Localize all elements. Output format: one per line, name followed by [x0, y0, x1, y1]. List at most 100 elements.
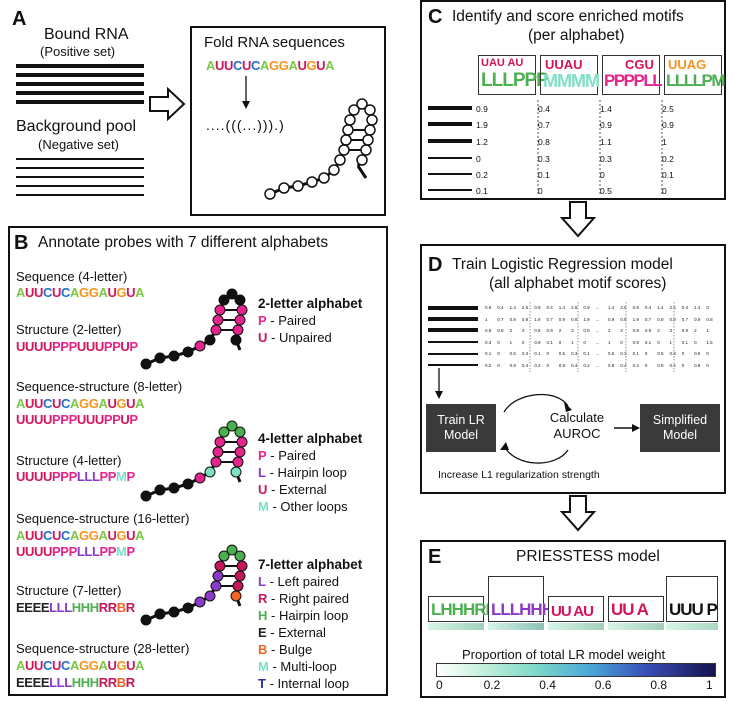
- grid-cell: 0.9: [694, 316, 701, 322]
- score-cell: 1: [662, 137, 667, 147]
- calculate-auroc-label: Calculate AUROC: [549, 410, 605, 441]
- grid-cell: 0.4: [644, 305, 652, 310]
- grid-cell: 0.4: [546, 305, 553, 310]
- arrow-right-icon: [149, 86, 186, 122]
- grid-cell: 0.9: [632, 305, 639, 310]
- grid-cell: 0.9: [620, 316, 627, 322]
- motif-text: UU AU: [551, 603, 594, 620]
- grid-cell: 0.9: [681, 328, 689, 333]
- motif-weight-bar: [428, 623, 484, 630]
- panel-b-box: [8, 226, 388, 696]
- score-cell: 2.5: [662, 104, 674, 114]
- motif-weight-bar: [666, 623, 718, 630]
- motif-text: UUU P: [669, 600, 718, 619]
- grid-cell: 1.4: [608, 305, 615, 310]
- grid-cell: 0: [497, 351, 500, 356]
- grid-cell: 0.9: [509, 316, 516, 322]
- row-seq-seqstruct28-b: EEEELLLHHHRRBR: [16, 675, 135, 690]
- panel-e-letter: E: [428, 546, 442, 568]
- grid-cell: 1: [571, 339, 574, 345]
- bound-rna-title: Bound RNA: [44, 26, 129, 43]
- grid-cell: ...: [595, 339, 600, 345]
- arrow-down-icon: [242, 76, 250, 109]
- grid-cell: 0.8: [657, 362, 664, 368]
- score-cell: 0.9: [600, 120, 612, 130]
- motif-text: LLLHHH: [491, 600, 554, 619]
- panel-d-title: Train Logistic Regression model: [452, 256, 673, 273]
- grid-cell: 1.4: [657, 305, 664, 310]
- motif-logo: UUAU MMMM: [540, 55, 600, 95]
- row-seq-seqstruct28-a: AUUCUCAGGAUGUA: [16, 658, 145, 673]
- grid-cell: 0.2: [534, 362, 541, 368]
- alphabet7-item-b: B - Bulge: [258, 642, 313, 657]
- grid-cell: 0.1: [534, 351, 541, 356]
- grid-cell: 0.7: [681, 316, 689, 322]
- weighted-motif: UU A: [608, 596, 664, 622]
- colorbar-tick-label: 0.4: [539, 678, 556, 692]
- grid-cell: 2.5: [620, 305, 627, 310]
- row-label-struct7: Structure (7-letter): [16, 583, 122, 598]
- grid-cell: 0: [681, 351, 685, 356]
- colorbar-tick-label: 0: [436, 678, 443, 692]
- grid-cell: 0.8: [694, 362, 701, 368]
- rna-structure-a: [264, 98, 378, 200]
- grid-cell: 0.9: [534, 305, 541, 310]
- grid-cell: 0: [497, 339, 500, 345]
- alphabet7-item-e: E - External: [258, 625, 326, 640]
- panel-d-box: [420, 244, 726, 494]
- row-label-seqstruct8: Sequence-structure (8-letter): [16, 379, 183, 394]
- arrow-down-icon: [435, 368, 443, 399]
- score-cell: 0: [538, 186, 543, 196]
- motif-text: LHHHRR: [431, 600, 498, 619]
- grid-cell: 0.8: [534, 328, 541, 333]
- grid-cell: 0.3: [669, 351, 676, 356]
- score-cell: 0: [662, 186, 667, 196]
- grid-cell: 0.1: [644, 339, 652, 345]
- panel-d-subtitle: (all alphabet motif scores): [489, 275, 667, 292]
- grid-cell: 1.9: [534, 316, 541, 322]
- row-seq-struct4: UUUUPPPLLLPPMP: [16, 469, 135, 484]
- motif-logo: UUAG LLLLPM: [664, 55, 726, 95]
- arrow-down-icon: [559, 201, 597, 238]
- grid-cell: 0.1: [632, 351, 639, 356]
- grid-cell: ...: [595, 362, 600, 368]
- grid-cell: 1: [608, 339, 611, 345]
- motif-weight-bar: [608, 623, 664, 630]
- fold-sequence: AUUCUCAGGAUGUA: [206, 58, 335, 73]
- grid-cell: 2.5: [571, 305, 578, 310]
- row-seq-seqstruct16-b: UUUUPPPLLLPPMP: [16, 544, 135, 559]
- panel-d-letter: D: [428, 254, 443, 276]
- score-cell: 1.1: [600, 137, 612, 147]
- grid-cell: 0.9: [534, 339, 541, 345]
- grid-cell: 0.4: [571, 362, 578, 368]
- motif-logo: CGU PPPPLL: [602, 55, 663, 95]
- grid-cell: 0: [706, 362, 709, 368]
- grid-cell: 0.9: [521, 316, 529, 322]
- grid-cell: 0.7: [644, 316, 652, 322]
- alphabet7-item-h: H - Hairpin loop: [258, 608, 349, 623]
- grid-cell: 0: [558, 339, 562, 345]
- score-cell: 0: [476, 154, 481, 164]
- grid-cell: 0.4: [521, 362, 529, 368]
- grid-cell: 2.5: [669, 305, 676, 310]
- score-cell: 0.1: [538, 170, 550, 180]
- alphabet7-item-m: M - Multi-loop: [258, 659, 337, 674]
- grid-cell: 2: [657, 328, 660, 333]
- grid-cell: 0.4: [669, 362, 676, 368]
- weighted-motif: UU AU: [548, 596, 604, 622]
- grid-cell: 0.2: [632, 362, 639, 368]
- alphabet4-title: 4-letter alphabet: [258, 431, 363, 446]
- grid-cell: 1.4: [509, 305, 516, 310]
- panel-c-title: Identify and score enriched motifs: [452, 8, 684, 25]
- alphabet2-item-u: U - Unpaired: [258, 330, 332, 345]
- row-label-seqstruct28: Sequence-structure (28-letter): [16, 641, 190, 656]
- panel-a-letter: A: [12, 8, 27, 30]
- alphabet7-item-t: T - Internal loop: [258, 676, 350, 691]
- grid-cell: 0: [521, 339, 525, 345]
- grid-cell: 0.1: [485, 351, 492, 356]
- grid-cell: 0.9: [657, 316, 664, 322]
- grid-cell: 0.9: [669, 316, 676, 322]
- alphabet7-item-l: L - Left paired: [258, 574, 339, 589]
- grid-cell: 0.4: [497, 305, 504, 310]
- grid-cell: 0.8: [558, 362, 566, 368]
